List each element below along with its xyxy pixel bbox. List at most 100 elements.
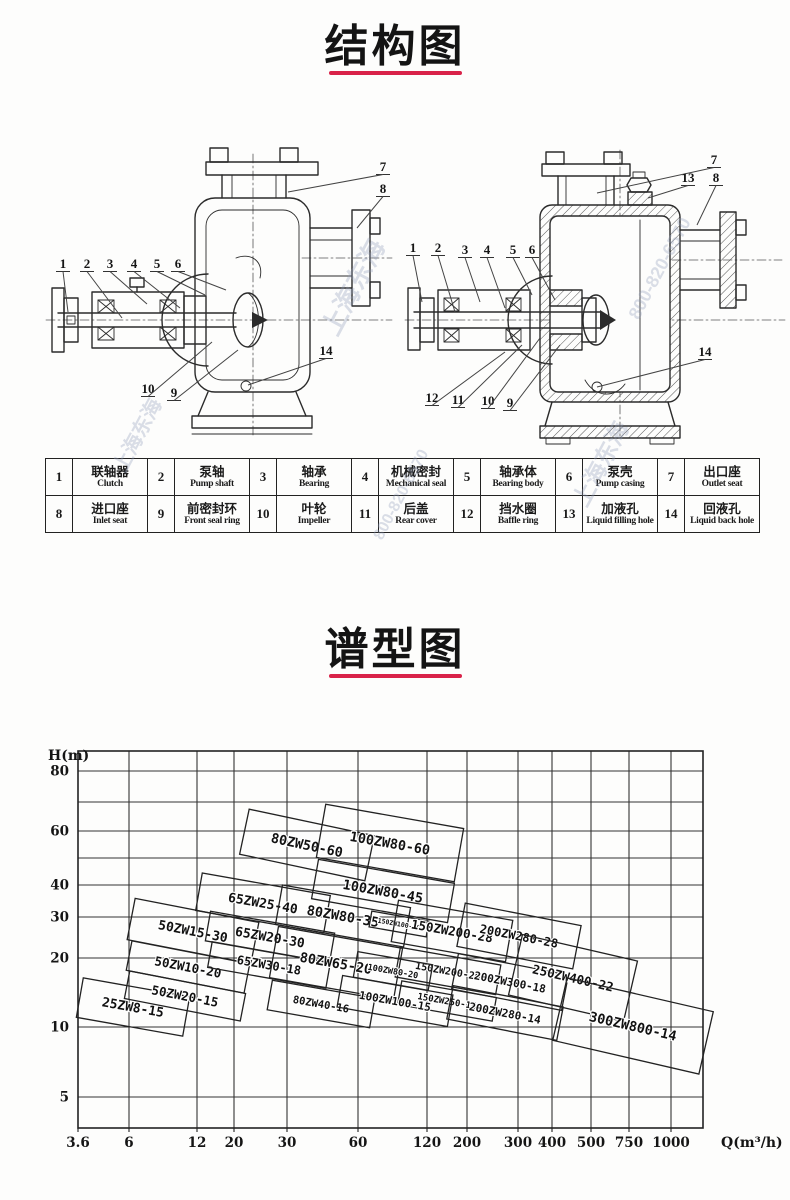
callout-leader	[173, 349, 239, 401]
x-tick-label: 500	[577, 1135, 605, 1151]
model-box-300ZW800-14: 300ZW800-14	[551, 977, 715, 1075]
model-range-outline	[238, 808, 376, 882]
part-number: 1	[45, 458, 73, 496]
model-label: 80ZW40-16	[292, 994, 350, 1016]
callout-leader	[531, 257, 556, 301]
model-label: 80ZW50-60	[269, 830, 344, 861]
part-number: 2	[147, 458, 175, 496]
y-tick-label: 40	[50, 878, 69, 894]
callout-12: 12	[426, 390, 439, 405]
callout-8: 8	[713, 170, 720, 185]
callout-13: 13	[682, 170, 696, 185]
part-number: 4	[351, 458, 379, 496]
y-tick-label: 30	[50, 910, 69, 926]
model-range-outline	[394, 946, 502, 996]
callout-9: 9	[507, 395, 514, 410]
callout-leader	[412, 255, 423, 303]
section-underline-structure	[329, 71, 462, 75]
model-label: 300ZW800-14	[587, 1009, 678, 1045]
x-tick-label: 12	[188, 1135, 207, 1151]
x-tick-label: 1000	[652, 1135, 690, 1151]
callout-1: 1	[60, 256, 67, 271]
x-tick-label: 750	[615, 1135, 643, 1151]
x-tick-label: 30	[278, 1135, 297, 1151]
section-underline-spectrum	[329, 674, 462, 678]
model-label: 65ZW25-40	[227, 891, 299, 918]
callout-7: 7	[380, 159, 387, 174]
callout-6: 6	[175, 256, 182, 271]
x-tick-label: 3.6	[66, 1135, 90, 1151]
x-tick-label: 200	[453, 1135, 481, 1151]
callout-leader	[596, 167, 715, 194]
callout-leader	[509, 344, 561, 411]
callout-9: 9	[171, 385, 178, 400]
callout-leader	[62, 271, 69, 313]
model-range-outline	[206, 941, 332, 989]
callout-1: 1	[410, 240, 417, 255]
callout-leader	[356, 196, 384, 229]
model-label: 200ZW280-28	[479, 922, 560, 951]
model-range-outline	[315, 803, 465, 883]
callout-3: 3	[462, 242, 469, 257]
model-box-100ZW80-60: 100ZW80-60	[315, 803, 465, 883]
model-range-outline	[450, 952, 570, 1012]
callout-leader	[457, 344, 523, 408]
callout-10: 10	[142, 381, 155, 396]
callout-leader	[464, 257, 481, 303]
x-tick-label: 300	[504, 1135, 532, 1151]
callout-5: 5	[154, 256, 161, 271]
part-number: 8	[45, 495, 73, 533]
section-title-structure: 结构图	[324, 22, 466, 71]
model-range-outline	[390, 899, 514, 963]
part-number: 9	[147, 495, 175, 533]
part-number: 10	[249, 495, 277, 533]
x-tick-label: 60	[349, 1135, 368, 1151]
model-range-outline	[507, 933, 639, 1023]
callout-leader	[487, 337, 541, 409]
model-box-50ZW20-15: 50ZW20-15	[123, 970, 247, 1022]
model-range-outline	[396, 980, 498, 1022]
x-tick-label: 400	[538, 1135, 566, 1151]
part-number: 11	[351, 495, 379, 533]
callout-11: 11	[452, 392, 464, 407]
part-number: 6	[555, 458, 583, 496]
y-tick-label: 60	[50, 824, 69, 840]
callout-leader	[247, 358, 327, 386]
callout-4: 4	[484, 242, 491, 257]
model-range-outline	[194, 872, 332, 934]
callout-leader	[647, 185, 689, 199]
y-axis-title: H(m)	[48, 748, 89, 764]
callout-leader	[512, 257, 533, 296]
section-title-spectrum: 谱型图	[324, 625, 466, 674]
model-range-outline	[274, 884, 412, 948]
plot-border	[77, 750, 704, 1129]
callout-5: 5	[510, 242, 517, 257]
model-range-outline	[310, 858, 456, 924]
y-tick-label: 5	[60, 1090, 69, 1106]
x-tick-label: 6	[124, 1135, 133, 1151]
model-label: 50ZW10-20	[153, 953, 222, 981]
callout-leader	[109, 271, 148, 305]
model-label: 50ZW15-30	[157, 918, 229, 946]
callout-leader	[156, 271, 206, 296]
model-range-outline	[123, 970, 247, 1022]
model-label: 100ZW80-20	[367, 963, 419, 982]
model-box-250ZW400-22: 250ZW400-22	[507, 933, 639, 1023]
model-label: 25ZW8-15	[101, 995, 165, 1021]
